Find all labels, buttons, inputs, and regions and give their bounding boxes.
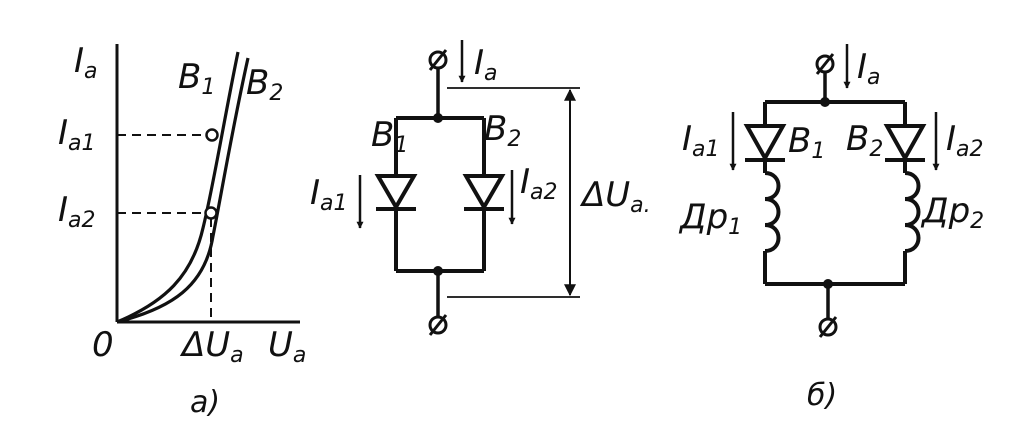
iv-characteristic-graph: Ia Ia1 Ia2 B1 B2 0 ΔUa Ua a)	[58, 41, 306, 420]
parallel-diode-circuit: Ia B1 B2 Ia1 Ia2 ΔUa.	[310, 40, 651, 336]
curve-b1	[116, 51, 240, 324]
origin-label: 0	[92, 325, 114, 365]
choke-dp1-label: Дp1	[678, 197, 742, 240]
diode-b1-symbol-b	[743, 124, 787, 163]
x-axis-label: Ua	[268, 325, 306, 368]
diode-b2-symbol-b	[883, 124, 927, 163]
top-node	[433, 113, 443, 123]
top-node-b	[820, 97, 830, 107]
choke-dp1-coil	[764, 171, 781, 253]
caption-b: б)	[807, 378, 837, 413]
curve-label-b1: B1	[178, 57, 215, 100]
supply-current-label-b: Ia	[857, 47, 881, 90]
tick-label-ia2: Ia2	[58, 190, 96, 233]
supply-current-label: Ia	[474, 43, 498, 86]
current-ia1-label-b: Ia1	[682, 119, 720, 162]
curve-label-b2: B2	[246, 63, 283, 106]
current-ia1-label: Ia1	[310, 173, 348, 216]
voltage-label: ΔUa.	[579, 175, 651, 218]
choke-dp2-label: Дp2	[920, 191, 984, 234]
tick-label-delta-u: ΔUa	[179, 325, 244, 368]
curve-b2	[116, 57, 250, 324]
diode-b2-symbol	[462, 174, 506, 211]
diode-b1-label-b: B1	[788, 121, 825, 164]
diode-b2-label-b: B2	[846, 119, 883, 162]
diode-choke-circuit: Ia Ia1 B1 B2 Ia2 Дp1 Д	[678, 44, 984, 413]
tick-label-ia1: Ia1	[58, 113, 96, 156]
y-axis-label: Ia	[74, 41, 98, 84]
current-ia2-label-b: Ia2	[946, 119, 984, 162]
diode-b1-symbol	[374, 174, 418, 211]
choke-dp2-coil	[904, 171, 921, 253]
operating-point-ia1	[205, 128, 219, 142]
caption-a: a)	[190, 385, 220, 420]
diode-b1-label: B1	[371, 115, 408, 158]
diode-b2-label: B2	[484, 109, 521, 152]
operating-point-ia2	[204, 206, 218, 220]
current-ia2-label: Ia2	[520, 162, 558, 205]
